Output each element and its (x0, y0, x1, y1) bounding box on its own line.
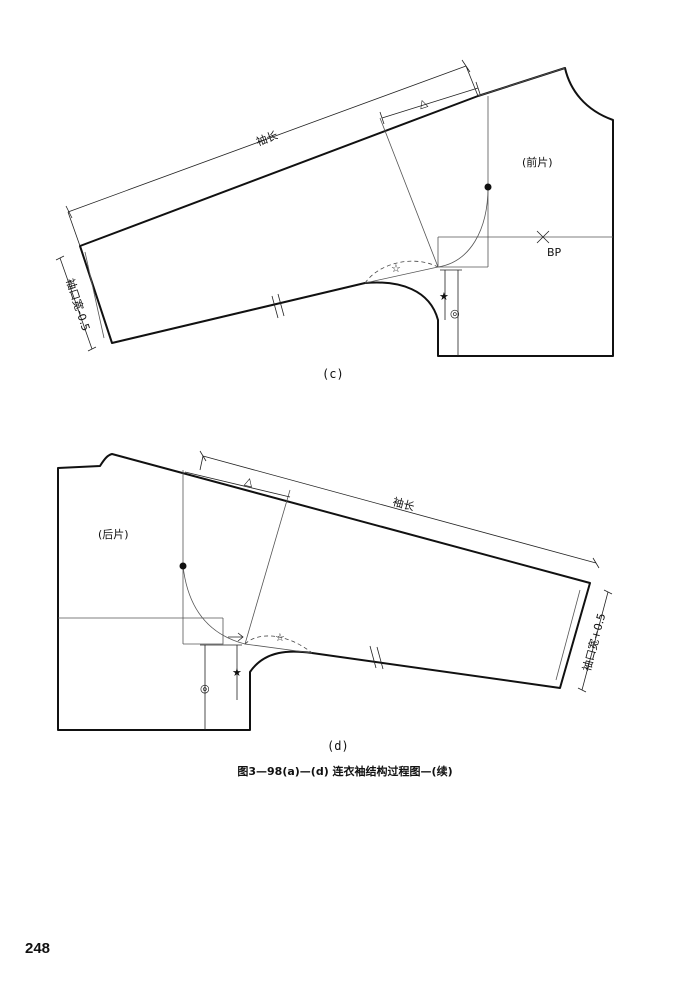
front-piece-label: (前片) (522, 155, 553, 169)
page-number: 248 (25, 940, 51, 957)
star-filled-d: ★ (232, 666, 242, 679)
sleeve-length-label-d: 袖长 (391, 494, 416, 513)
triangle-symbol-c: △ (417, 96, 430, 111)
bp-cross (536, 230, 550, 244)
sleeve-length-dim-d (199, 450, 600, 569)
sublabel-d: (d) (327, 739, 349, 753)
triangle-dim-c (379, 81, 481, 125)
point-marker-d (179, 562, 187, 570)
construction-lines-d (58, 470, 313, 654)
double-circle-d: ◎ (200, 682, 210, 695)
bp-label: BP (547, 246, 562, 259)
notch-marks-c (271, 293, 285, 319)
sublabel-c: (c) (322, 367, 344, 381)
sleeve-length-dim-c (65, 59, 479, 247)
triangle-dim-d (184, 471, 291, 498)
arrow-d (228, 632, 244, 642)
underarm-arc-d (244, 635, 313, 654)
triangle-symbol-d: △ (243, 474, 255, 489)
back-piece-label: (后片) (98, 528, 129, 541)
underarm-arc-c (364, 260, 439, 284)
double-circle-c: ◎ (450, 307, 460, 320)
vertical-dims-c (440, 269, 462, 356)
cuff-guide-c (84, 251, 105, 339)
diagram-d: 袖长 (后片) △ ☆ ★ ◎ 袖口宽+0.5 (d) (57, 450, 613, 753)
sleeve-length-label-c: 袖长 (254, 128, 280, 149)
point-marker-c (484, 183, 492, 191)
cuff-guide-d (555, 589, 581, 681)
armhole-curve-d (182, 565, 246, 645)
cuff-width-label-d: 袖口宽+0.5 (579, 611, 608, 672)
star-outline-c: ☆ (391, 262, 401, 275)
front-sleeve-outline (79, 67, 614, 357)
vertical-dims-d (200, 644, 242, 730)
star-outline-d: ☆ (275, 631, 285, 644)
notch-marks-d (369, 645, 384, 670)
cuff-dim-d (577, 589, 613, 693)
figure-caption: 图3—98(a)—(d) 连衣袖结构过程图—(续) (237, 765, 453, 778)
cuff-dim-c (55, 255, 97, 352)
diagram-c: 袖长 (前片) BP △ ☆ ★ ◎ 袖口宽-0.5 (c) (55, 59, 614, 381)
star-filled-c: ★ (439, 290, 449, 303)
construction-lines-c (364, 67, 613, 284)
cuff-width-label-c: 袖口宽-0.5 (63, 277, 93, 333)
back-sleeve-outline (57, 453, 591, 731)
armhole-curve-c (437, 186, 489, 268)
